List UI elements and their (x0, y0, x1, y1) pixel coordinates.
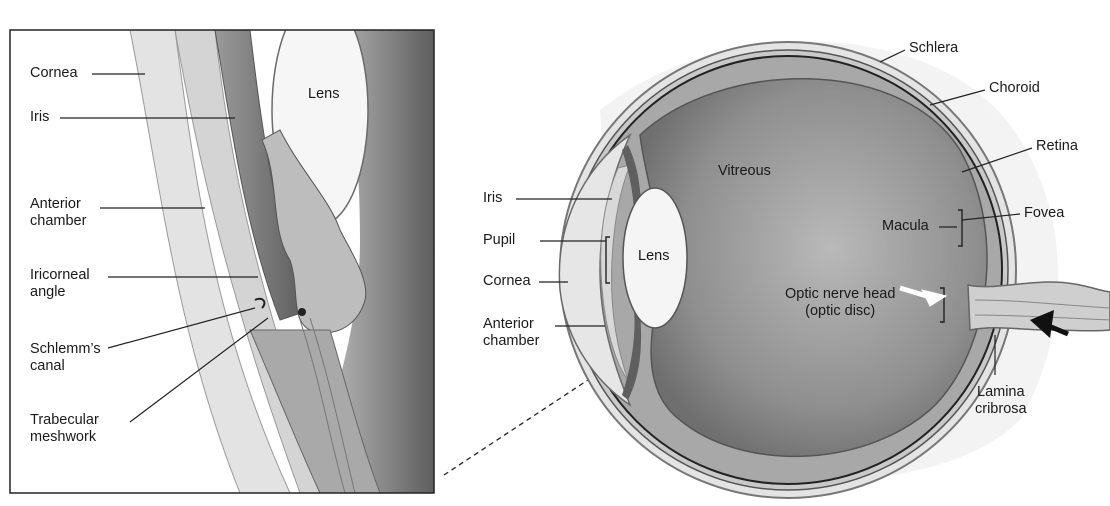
label-choroid: Choroid (989, 80, 1040, 97)
label-cornea-left: Cornea (30, 65, 78, 82)
label-vitreous: Vitreous (718, 163, 771, 180)
label-schlemms-canal: Schlemm’s canal (30, 341, 101, 375)
label-retina: Retina (1036, 138, 1078, 155)
zoom-connector (444, 372, 600, 475)
label-lens-left: Lens (308, 86, 339, 103)
label-anterior-chamber-left: Anterior chamber (30, 196, 86, 230)
label-pupil: Pupil (483, 232, 515, 249)
label-trabecular-meshwork: Trabecular meshwork (30, 412, 99, 446)
label-fovea: Fovea (1024, 205, 1064, 222)
label-cornea-right: Cornea (483, 273, 531, 290)
label-optic-nerve-head: Optic nerve head (optic disc) (785, 286, 895, 320)
label-iris-left: Iris (30, 109, 49, 126)
label-lamina-cribrosa: Lamina cribrosa (975, 384, 1027, 418)
label-lens-right: Lens (638, 248, 669, 265)
vitreous-body (640, 79, 987, 457)
label-iricorneal-angle: Iricorneal angle (30, 267, 90, 301)
label-schlera: Schlera (909, 40, 958, 57)
label-macula: Macula (882, 218, 929, 235)
right-panel-eye (516, 41, 1110, 498)
label-anterior-chamber-right: Anterior chamber (483, 316, 539, 350)
label-iris-right: Iris (483, 190, 502, 207)
